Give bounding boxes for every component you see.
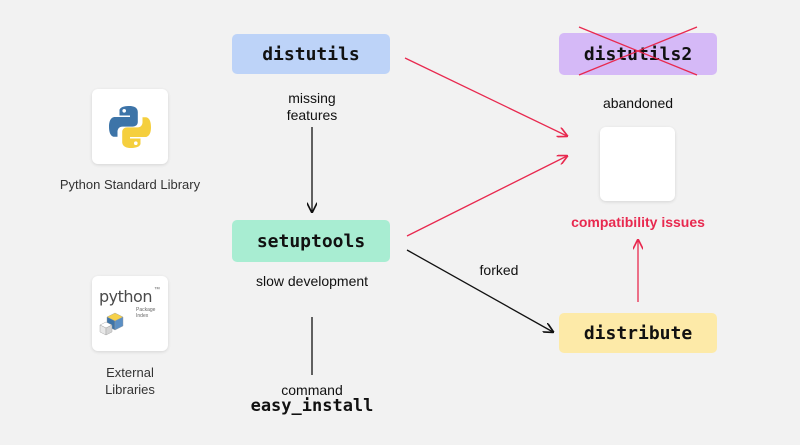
slow-development-note: slow development [255,273,369,289]
abandoned-note: abandoned [602,95,674,111]
arrow-setuptools-to-distribute [406,249,553,332]
external-label: External Libraries [105,365,155,397]
arrow-distutils-to-compat [404,57,567,136]
distribute-node: distribute [559,313,717,353]
python-logo-icon [109,106,151,148]
command-label: command [281,382,343,398]
stdlib-card [92,89,168,164]
pypi-subtitle: Package Index [136,307,156,319]
pypi-trademark: ™ [154,287,160,293]
pypi-cubes-icon [99,312,124,336]
stdlib-label: Python Standard Library [59,177,201,192]
setuptools-node: setuptools [232,220,390,262]
forked-note: forked [479,262,519,278]
distutils-node: distutils [232,34,390,74]
arrow-setuptools-to-compat [406,156,567,237]
missing-features-note: missing features [286,90,338,123]
compatibility-issues-label: compatibility issues [571,214,705,230]
pypi-logo-icon: python ™ Package Index [96,287,164,341]
cross-out-icon [578,26,698,76]
pypi-wordmark: python [99,287,152,306]
external-card: python ™ Package Index [92,276,168,351]
easy-install-command: easy_install [250,396,374,416]
distutils2-node: distutils2 [559,33,717,75]
compatibility-box [600,127,675,201]
